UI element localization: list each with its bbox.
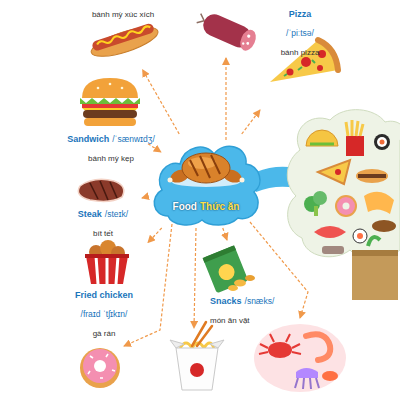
vietnamese-label: món ăn vặt <box>210 316 250 325</box>
text-line: bít tết <box>66 222 140 241</box>
dashed-arrow <box>223 228 227 240</box>
food-item: Pizza/ˈpiːtsə/bánh pizza <box>262 3 338 112</box>
food-name: Steak <box>78 209 102 219</box>
dashed-arrow <box>148 144 161 152</box>
pronunciation: /ˈpiːtsə/ <box>286 28 314 38</box>
vietnamese-label: Thức ăn <box>200 201 239 212</box>
seafood-icon <box>254 324 346 392</box>
food-cloud <box>287 110 400 259</box>
vietnamese-label: bánh pizza <box>281 48 320 57</box>
food-name: Sandwich <box>67 134 109 144</box>
vietnamese-label: bít tết <box>93 229 113 238</box>
text-line: Snacks/snæks/ <box>210 290 290 309</box>
food-item: Snacks/snæks/món ăn vặt <box>196 242 290 328</box>
noodle-box-icon <box>170 322 224 390</box>
text-line: Steak/steɪk/ <box>66 203 140 222</box>
food-item: bánh mỳ xúc xích <box>82 3 164 68</box>
text-line: FoodThức ăn <box>148 196 264 215</box>
sausage-icon <box>194 8 259 53</box>
vietnamese-label: bánh mỳ kẹp <box>88 154 134 163</box>
donut-icon <box>80 348 120 388</box>
food-item: Fried chicken/fraɪd ˈtʃɪkɪn/gà rán <box>62 238 146 341</box>
text-line: món ăn vặt <box>210 309 290 328</box>
text-line: Fried chicken <box>62 284 146 303</box>
text-line: gà rán <box>62 322 146 341</box>
food-name: Food <box>173 201 197 212</box>
snacks-icon <box>203 245 255 293</box>
dashed-arrow <box>142 196 148 198</box>
pronunciation: /fraɪd ˈtʃɪkɪn/ <box>81 309 128 319</box>
dashed-arrow <box>148 228 162 243</box>
hot-dog-icon <box>88 22 161 63</box>
pronunciation: /snæks/ <box>245 296 275 306</box>
food-item: Steak/steɪk/bít tết <box>66 176 140 241</box>
text-line: Sandwich/ˈsænwɪdʒ/ <box>63 128 159 147</box>
food-name: Fried chicken <box>75 290 133 300</box>
pizza-icon <box>270 40 338 82</box>
food-name: Pizza <box>289 9 312 19</box>
burger-icon <box>80 78 140 126</box>
fried-chicken-icon <box>85 240 129 284</box>
food-name: Snacks <box>210 296 242 306</box>
center-cloud: FoodThức ăn <box>148 134 264 228</box>
text-line: bánh pizza <box>262 41 338 60</box>
text-line: bánh mỳ xúc xích <box>82 3 164 22</box>
dashed-arrow <box>143 70 180 134</box>
leader-arrows <box>124 58 308 346</box>
cloud-shape <box>148 134 264 228</box>
vietnamese-label: gà rán <box>93 329 116 338</box>
vietnamese-label: bánh mỳ xúc xích <box>92 10 154 19</box>
text-line: Pizza <box>262 3 338 22</box>
steak-icon <box>78 179 123 201</box>
pronunciation: /ˈsænwɪdʒ/ <box>112 134 155 144</box>
text-line: /fraɪd ˈtʃɪkɪn/ <box>62 303 146 322</box>
paper-bag <box>352 237 398 300</box>
food-item: Sandwich/ˈsænwɪdʒ/bánh mỳ kẹp <box>63 74 159 166</box>
dashed-arrow <box>242 110 260 134</box>
text-line: /ˈpiːtsə/ <box>262 22 338 41</box>
pronunciation: /steɪk/ <box>105 209 128 219</box>
text-line: bánh mỳ kẹp <box>63 147 159 166</box>
